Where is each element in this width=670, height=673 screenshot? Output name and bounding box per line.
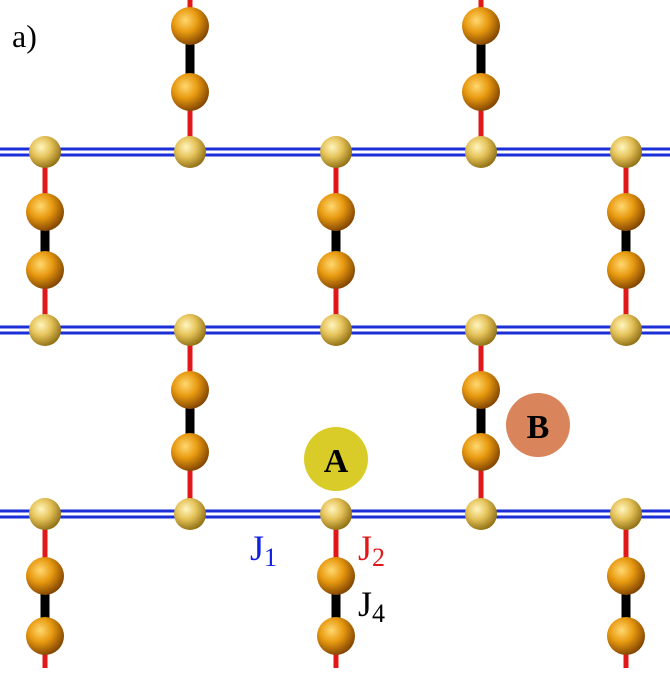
orange-atom-8-upper	[317, 557, 355, 595]
gold-atom-r0-c2	[320, 136, 352, 168]
orange-atom-9-lower	[607, 617, 645, 655]
coupling-j1-letter: J	[250, 528, 264, 568]
gold-atom-r2-c4	[610, 498, 642, 530]
site-b-label: B	[527, 409, 550, 446]
gold-atom-r0-c0	[29, 136, 61, 168]
orange-atom-6-upper	[462, 371, 500, 409]
gold-atom-r1-c0	[29, 314, 61, 346]
site-a-marker: A	[304, 427, 368, 491]
coupling-j2-label: J2	[358, 528, 385, 572]
orange-atom-1-lower	[462, 73, 500, 111]
coupling-j4-letter: J	[358, 584, 372, 624]
orange-atom-9-upper	[607, 557, 645, 595]
orange-atom-2-upper	[26, 193, 64, 231]
orange-atom-3-lower	[317, 251, 355, 289]
site-a-circle	[304, 427, 368, 491]
site-b-circle	[506, 393, 570, 457]
orange-atom-0-lower	[171, 73, 209, 111]
gold-atom-r0-c4	[610, 136, 642, 168]
orange-atom-1-upper	[462, 7, 500, 45]
gold-atom-r0-c1	[174, 136, 206, 168]
orange-atom-2-lower	[26, 251, 64, 289]
coupling-j2-letter: J	[358, 528, 372, 568]
gold-atom-r2-c0	[29, 498, 61, 530]
atom-layer	[26, 7, 645, 655]
coupling-j4-label: J4	[358, 584, 385, 628]
site-a-label: A	[324, 443, 349, 480]
gold-atom-r2-c1	[174, 498, 206, 530]
coupling-j1-label: J1	[250, 528, 277, 572]
gold-atom-r1-c4	[610, 314, 642, 346]
orange-atom-7-lower	[26, 617, 64, 655]
orange-atom-5-lower	[171, 433, 209, 471]
gold-atom-r0-c3	[465, 136, 497, 168]
panel-label: a)	[12, 18, 37, 54]
gold-atom-r1-c1	[174, 314, 206, 346]
site-b-marker: B	[506, 393, 570, 457]
label-layer: A B J1 J2 J4	[250, 393, 570, 628]
orange-atom-6-lower	[462, 433, 500, 471]
gold-atom-r2-c3	[465, 498, 497, 530]
coupling-j2-subscript: 2	[372, 543, 385, 572]
orange-atom-4-lower	[607, 251, 645, 289]
coupling-j1-subscript: 1	[264, 543, 277, 572]
orange-atom-5-upper	[171, 371, 209, 409]
orange-atom-8-lower	[317, 617, 355, 655]
orange-atom-3-upper	[317, 193, 355, 231]
gold-atom-r1-c3	[465, 314, 497, 346]
coupling-j4-subscript: 4	[372, 599, 385, 628]
orange-atom-7-upper	[26, 557, 64, 595]
orange-atom-0-upper	[171, 7, 209, 45]
orange-atom-4-upper	[607, 193, 645, 231]
gold-atom-r1-c2	[320, 314, 352, 346]
gold-atom-r2-c2	[320, 498, 352, 530]
